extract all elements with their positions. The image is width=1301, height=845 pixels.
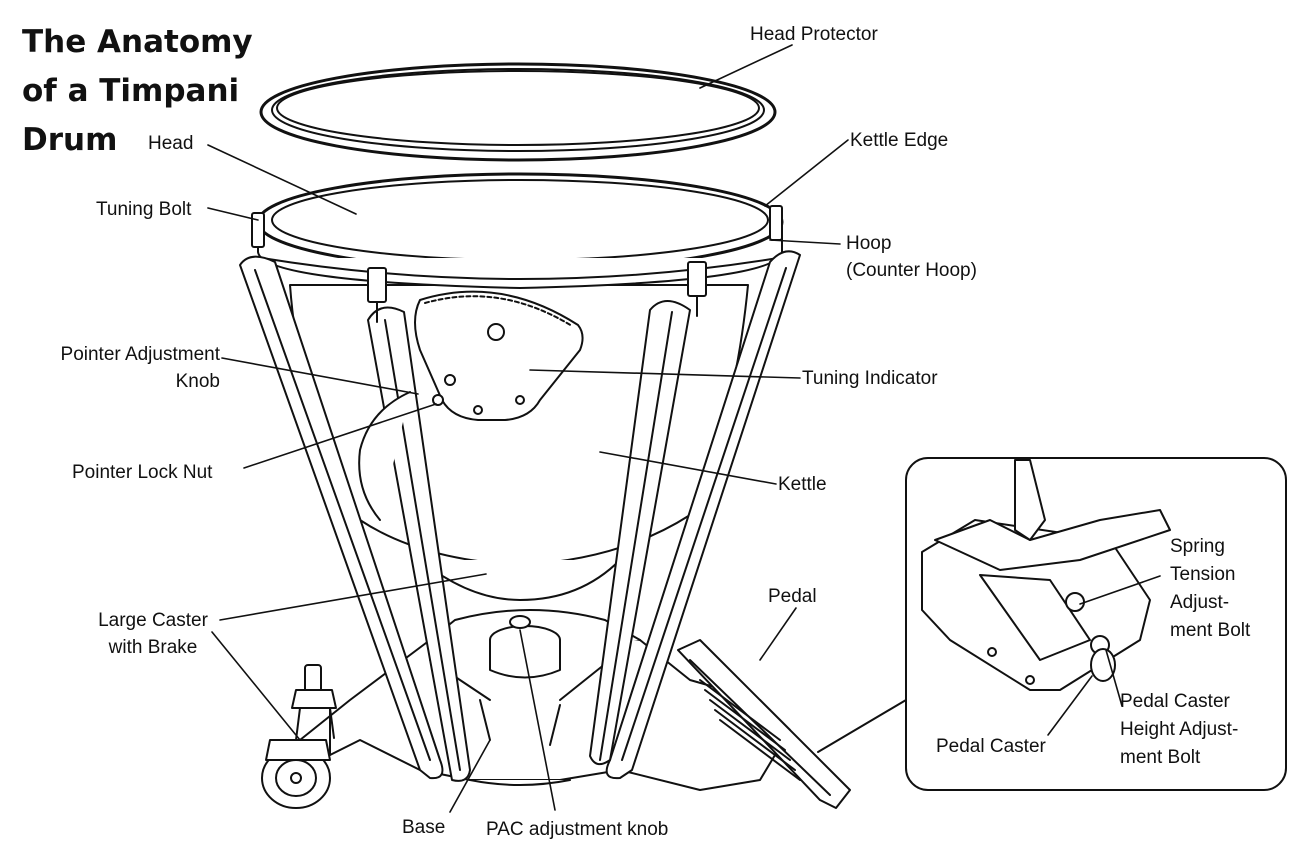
label-head: Head [148, 133, 194, 154]
label-hoop-line1: Hoop [846, 233, 892, 254]
label-hoop-line2: (Counter Hoop) [846, 260, 977, 281]
legs-drawing [239, 250, 801, 782]
tuning-indicator-drawing [358, 290, 584, 521]
label-spring-line3: Adjust- [1170, 592, 1230, 613]
label-pedal-caster-height-line3: ment Bolt [1120, 747, 1201, 768]
label-pointer-adjustment-knob: Pointer Adjustment Knob [20, 341, 220, 395]
title-line-3: Drum [22, 122, 118, 158]
large-caster-drawing [261, 664, 337, 809]
label-head-protector: Head Protector [750, 24, 878, 45]
label-pointer-lock-nut: Pointer Lock Nut [72, 462, 213, 483]
label-pointer-adjustment-line2: Knob [175, 371, 220, 392]
head-drawing [256, 172, 784, 289]
diagram-title: The Anatomy of a Timpani Drum [22, 18, 282, 165]
title-line-1: The Anatomy [22, 24, 253, 60]
leader-lines [207, 44, 1161, 813]
label-large-caster-line2: with Brake [108, 637, 198, 658]
label-large-caster-line1: Large Caster [98, 610, 208, 631]
title-line-2: of a Timpani [22, 73, 240, 109]
pedal-drawing [677, 639, 851, 809]
label-kettle: Kettle [778, 474, 827, 495]
inset-panel [817, 457, 1287, 791]
label-tuning-indicator: Tuning Indicator [802, 368, 938, 389]
label-pointer-adjustment-line1: Pointer Adjustment [60, 344, 220, 365]
label-pedal-caster-height-line1: Pedal Caster [1120, 691, 1230, 712]
label-pac-adjustment-knob: PAC adjustment knob [486, 819, 669, 840]
label-large-caster: Large Caster with Brake [78, 607, 228, 661]
label-kettle-edge: Kettle Edge [850, 130, 949, 151]
label-pedal-caster-height-bolt: Pedal Caster Height Adjust- ment Bolt [1120, 688, 1238, 772]
label-pedal: Pedal [768, 586, 817, 607]
label-spring-line1: Spring [1170, 536, 1225, 557]
tuning-bolts-drawing [251, 205, 783, 323]
label-spring-line2: Tension [1170, 564, 1236, 585]
label-pedal-caster: Pedal Caster [936, 736, 1046, 757]
label-base: Base [402, 817, 446, 838]
head-protector-ring [259, 62, 777, 162]
label-pedal-caster-height-line2: Height Adjust- [1120, 719, 1239, 740]
label-hoop: Hoop (Counter Hoop) [846, 230, 977, 284]
label-spring-tension-bolt: Spring Tension Adjust- ment Bolt [1170, 533, 1250, 645]
label-spring-line4: ment Bolt [1170, 620, 1251, 641]
label-tuning-bolt: Tuning Bolt [96, 199, 192, 220]
